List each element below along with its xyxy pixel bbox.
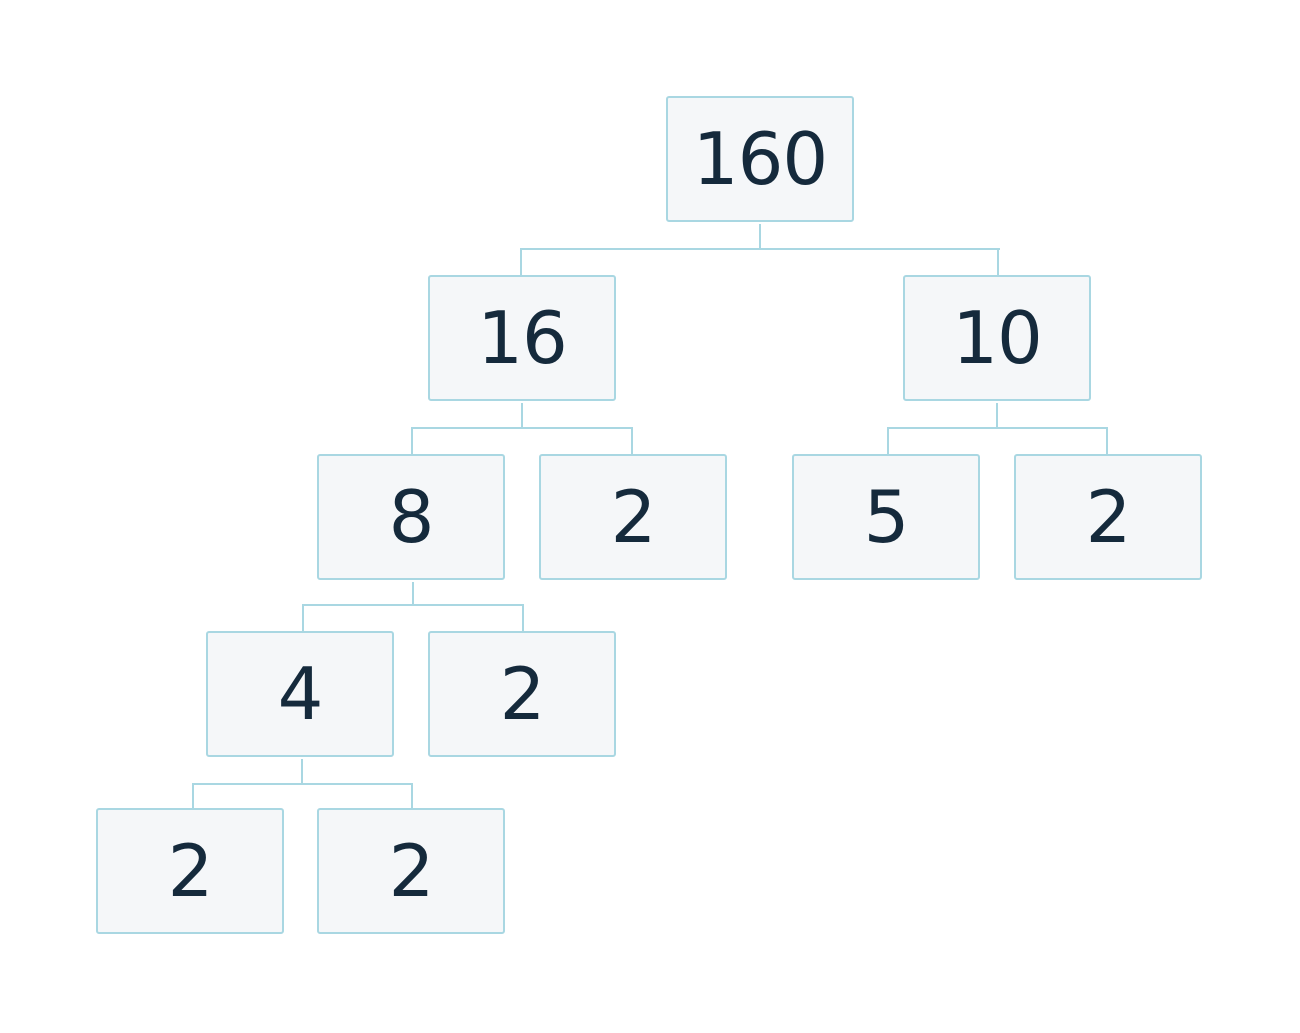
tree-node: 8	[317, 454, 505, 580]
tree-node-leaf: 2	[96, 808, 284, 934]
connector	[521, 403, 523, 428]
connector	[411, 427, 413, 455]
tree-node-leaf: 2	[317, 808, 505, 934]
connector	[759, 224, 761, 249]
tree-node-leaf: 2	[539, 454, 727, 580]
tree-node: 4	[206, 631, 394, 757]
connector	[631, 427, 633, 455]
tree-node: 10	[903, 275, 1091, 401]
connector	[1106, 427, 1108, 455]
connector	[522, 604, 524, 632]
connector	[302, 604, 524, 606]
tree-node-leaf: 2	[1014, 454, 1202, 580]
connector	[192, 783, 413, 785]
connector	[301, 759, 303, 784]
connector	[996, 403, 998, 428]
connector	[887, 427, 1108, 429]
connector	[997, 248, 999, 276]
tree-node-root: 160	[666, 96, 854, 222]
tree-node: 16	[428, 275, 616, 401]
tree-node-leaf: 2	[428, 631, 616, 757]
tree-node-leaf: 5	[792, 454, 980, 580]
connector	[411, 427, 633, 429]
connector	[887, 427, 889, 455]
connector	[411, 783, 413, 809]
connector	[520, 248, 522, 276]
connector	[302, 604, 304, 632]
connector	[412, 582, 414, 605]
connector	[520, 248, 1000, 250]
connector	[192, 783, 194, 809]
